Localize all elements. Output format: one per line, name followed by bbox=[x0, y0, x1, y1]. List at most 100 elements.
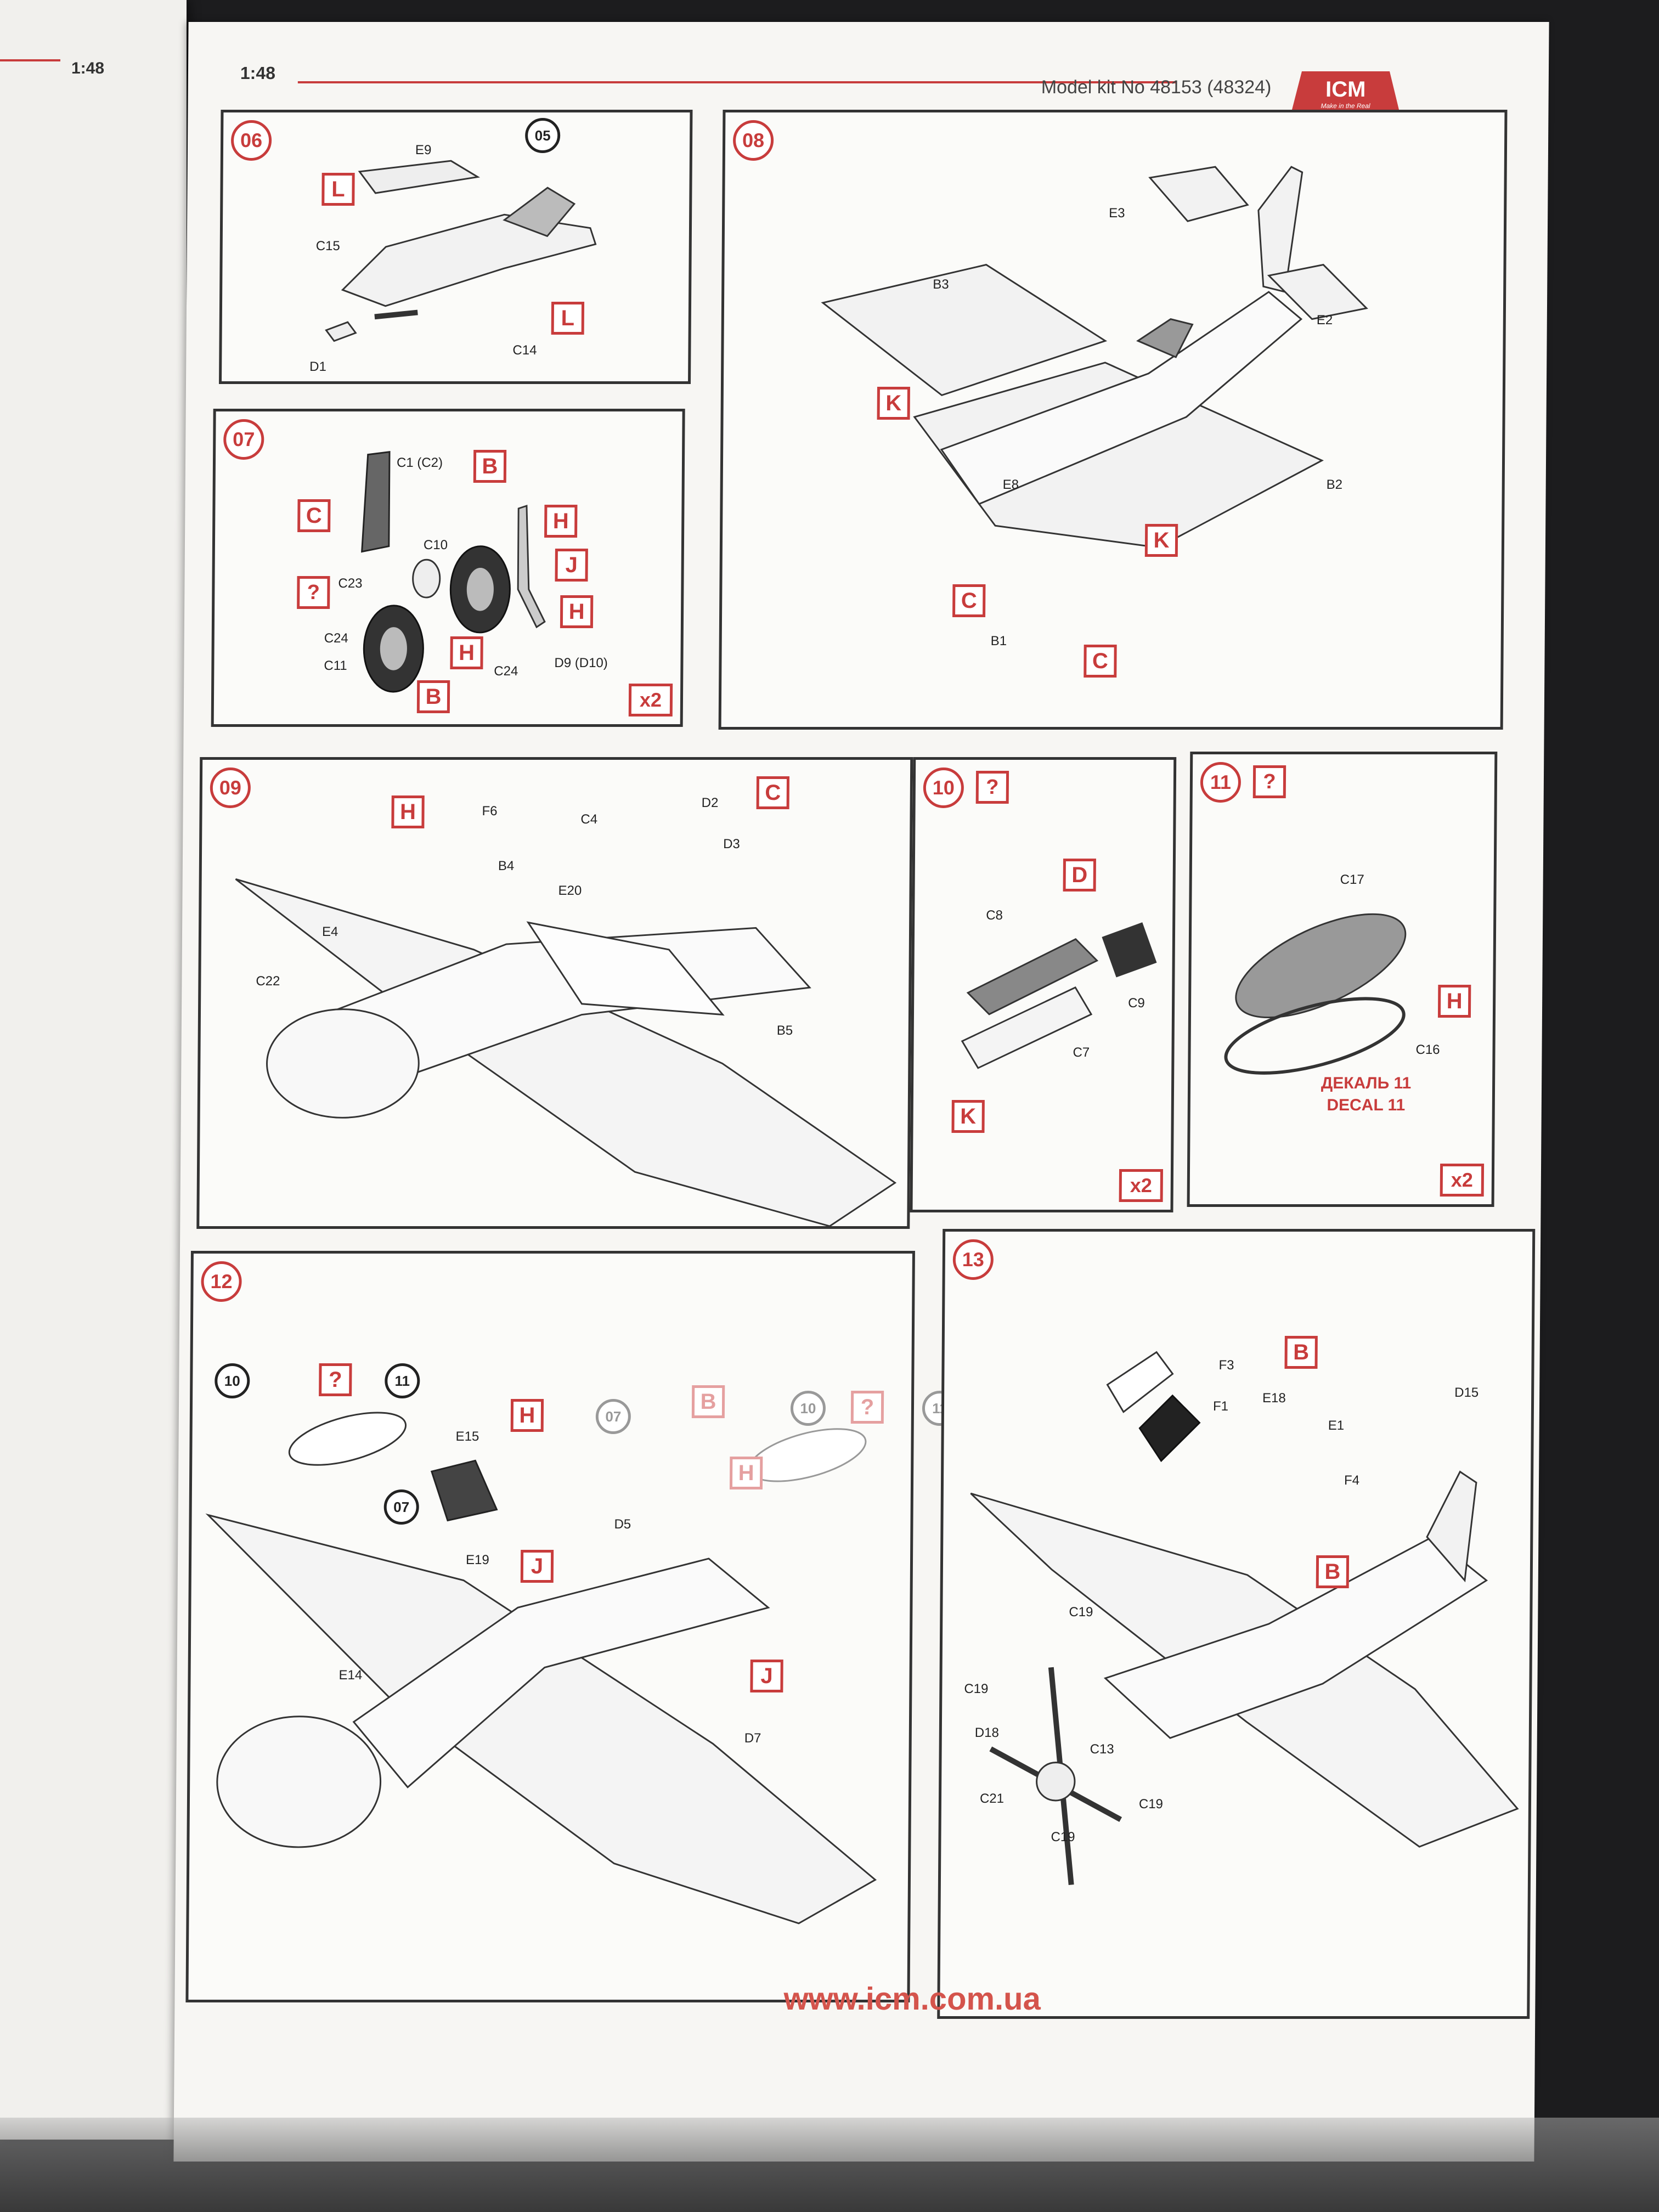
part-label: D1 bbox=[309, 359, 327, 374]
part-label: D3 bbox=[723, 837, 740, 851]
callout-K: K bbox=[877, 387, 910, 420]
step-10-panel: 10 ? D K x2 C8 C9 C7 bbox=[910, 757, 1177, 1212]
part-label: F3 bbox=[1218, 1358, 1234, 1373]
part-label: C17 bbox=[1340, 872, 1364, 887]
part-label: C14 bbox=[512, 343, 537, 358]
part-label: D7 bbox=[744, 1731, 761, 1746]
sub-assembly-ring-05: 05 bbox=[524, 118, 561, 153]
step-number: 07 bbox=[223, 419, 264, 460]
part-label: C13 bbox=[1090, 1742, 1114, 1757]
part-label: C24 bbox=[494, 664, 518, 679]
callout-C: C bbox=[952, 584, 986, 617]
part-label: C11 bbox=[324, 658, 347, 673]
step-08-illustration bbox=[821, 166, 1368, 549]
decal-label-ua: ДЕКАЛЬ 11 bbox=[1321, 1074, 1412, 1092]
callout-question: ? bbox=[297, 576, 330, 609]
callout-question-faded: ? bbox=[850, 1391, 884, 1424]
step-12-illustration bbox=[205, 1412, 877, 1925]
part-label: C19 bbox=[1138, 1797, 1164, 1812]
plastic-sprue-bag bbox=[0, 2118, 1659, 2212]
step-11-illustration bbox=[1224, 913, 1407, 1075]
part-label: E9 bbox=[415, 143, 432, 157]
callout-C: C bbox=[297, 499, 331, 532]
step-06-panel: 06 05 L L E9 C15 C14 D1 bbox=[219, 110, 693, 384]
part-label: E3 bbox=[1109, 206, 1125, 221]
callout-question: ? bbox=[1252, 765, 1286, 798]
part-label: C19 bbox=[964, 1681, 989, 1696]
part-label: B2 bbox=[1326, 477, 1343, 492]
step-number: 12 bbox=[201, 1261, 242, 1302]
callout-C: C bbox=[1084, 645, 1117, 678]
part-label: C4 bbox=[580, 812, 598, 827]
part-label: D2 bbox=[701, 795, 719, 810]
callout-B-faded: B bbox=[691, 1385, 725, 1418]
part-label: C8 bbox=[986, 908, 1003, 923]
part-label: C16 bbox=[1415, 1042, 1440, 1057]
callout-B: B bbox=[1316, 1555, 1350, 1588]
left-scale-label: 1:48 bbox=[71, 59, 105, 77]
part-label: C7 bbox=[1073, 1045, 1090, 1060]
multiplier-badge: x2 bbox=[1440, 1164, 1485, 1197]
callout-H: H bbox=[1437, 985, 1471, 1018]
callout-L-top: L bbox=[321, 173, 355, 206]
step-09-panel: 09 H C F6 C4 D2 D3 B4 E20 E4 C22 B5 bbox=[196, 757, 913, 1229]
callout-H: H bbox=[391, 795, 425, 828]
part-label: E18 bbox=[1262, 1391, 1286, 1406]
part-label: D15 bbox=[1454, 1385, 1479, 1400]
left-header-rule bbox=[0, 59, 60, 61]
step-12-panel: 12 10 ? 11 07 H 07 B H 10 ? 11 J J E15 E… bbox=[185, 1251, 958, 2002]
icm-logo: ICM Make in the Real bbox=[1290, 71, 1401, 115]
part-label: C19 bbox=[1051, 1830, 1075, 1844]
sub-assembly-ring-07: 07 bbox=[383, 1489, 419, 1525]
part-label: D9 (D10) bbox=[554, 656, 608, 670]
callout-question: ? bbox=[975, 771, 1009, 804]
logo-tagline: Make in the Real bbox=[1321, 101, 1370, 110]
step-13-illustration bbox=[970, 1351, 1519, 1886]
step-08-panel: 08 K K C C E3 B3 E2 E8 B2 B1 bbox=[718, 110, 1508, 730]
part-label: E1 bbox=[1328, 1418, 1345, 1433]
step-11-panel: 11 ? H x2 C17 C16 ДЕКАЛЬ 11 DECAL 11 bbox=[1187, 752, 1498, 1207]
part-label: C22 bbox=[256, 974, 280, 989]
sub-assembly-ring-10: 10 bbox=[215, 1363, 250, 1398]
page-scale-label: 1:48 bbox=[240, 63, 276, 83]
callout-H: H bbox=[510, 1399, 544, 1432]
multiplier-badge: x2 bbox=[1119, 1169, 1164, 1202]
callout-D: D bbox=[1063, 859, 1096, 891]
part-label: E4 bbox=[321, 924, 338, 939]
part-label: C10 bbox=[423, 538, 448, 552]
callout-B: B bbox=[416, 680, 450, 713]
step-06-illustration bbox=[325, 160, 597, 342]
part-label: F6 bbox=[482, 804, 498, 819]
decal-reference: ДЕКАЛЬ 11 DECAL 11 bbox=[1300, 1073, 1432, 1116]
step-number: 08 bbox=[732, 120, 774, 161]
callout-H: H bbox=[450, 636, 483, 669]
step-number: 10 bbox=[923, 768, 964, 808]
instruction-page: 1:48 Model kit No 48153 (48324) ICM Make… bbox=[173, 22, 1549, 2162]
step-number: 06 bbox=[230, 120, 272, 161]
left-page: 1:48 bbox=[0, 0, 187, 2140]
callout-H: H bbox=[544, 505, 578, 538]
part-label: C1 (C2) bbox=[396, 455, 443, 470]
model-kit-number: Model kit No 48153 (48324) bbox=[1041, 77, 1272, 98]
step-number: 11 bbox=[1200, 762, 1242, 803]
callout-H: H bbox=[560, 595, 594, 628]
part-label: E19 bbox=[465, 1553, 489, 1567]
part-label: C9 bbox=[1128, 996, 1145, 1011]
part-label: E8 bbox=[1002, 477, 1019, 492]
part-label: D5 bbox=[614, 1517, 631, 1532]
callout-B: B bbox=[473, 450, 507, 483]
sub-assembly-ring-10-faded: 10 bbox=[790, 1391, 826, 1426]
part-label: C21 bbox=[979, 1791, 1005, 1806]
part-label: C24 bbox=[324, 631, 348, 646]
part-label: C23 bbox=[338, 576, 363, 591]
step-number: 09 bbox=[210, 768, 251, 808]
logo-text: ICM bbox=[1325, 77, 1366, 101]
callout-L-bottom: L bbox=[551, 302, 585, 335]
part-label: F1 bbox=[1212, 1399, 1229, 1414]
sub-assembly-ring-07-faded: 07 bbox=[595, 1399, 631, 1434]
part-label: B5 bbox=[776, 1023, 793, 1038]
part-label: C19 bbox=[1069, 1605, 1093, 1620]
step-09-illustration bbox=[235, 878, 897, 1226]
step-10-illustration bbox=[961, 922, 1157, 1069]
step-07-illustration bbox=[361, 451, 546, 693]
